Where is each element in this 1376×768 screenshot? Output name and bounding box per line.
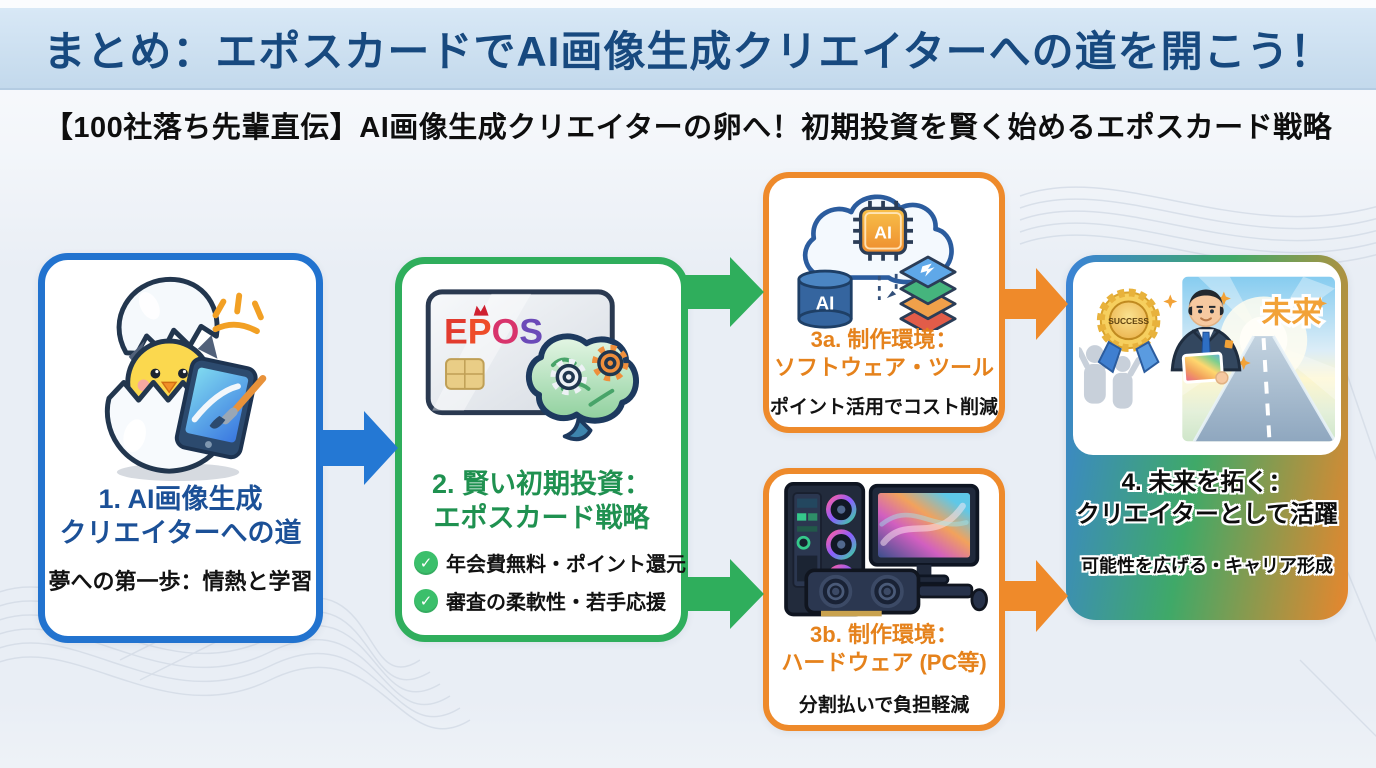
keyboard-icon [917,583,974,599]
step2-title-line2: エポスカード戦略 [433,503,650,534]
arrow-step2-to-step3b [684,559,764,629]
check-circle-icon: ✓ [414,550,438,575]
step3a-caption: ポイント活用でコスト削減 [769,397,998,418]
step4-title-line1: 4. 未来を拓く： [1121,469,1293,496]
arrow-step2-to-step3a [684,257,764,327]
chick-hatching-illustration [104,277,266,482]
epos-card-brain-illustration: EPOS [425,289,639,442]
monitor-icon [868,483,980,585]
success-badge: SUCCESS [1096,288,1161,373]
mouse-icon [970,588,988,612]
step3b-title-line1: 3b. 制作環境： [810,622,958,647]
step2-title-line1: 2. 賢い初期投資： [431,469,652,499]
step2-benefit-list: ✓ 年会費無料・ポイント還元 ✓ 審査の柔軟性・若手応援 [414,548,686,615]
sparkle-icons [1163,291,1328,370]
success-future-illustration: 未来 [1079,276,1335,441]
benefit-label: 年会費無料・ポイント還元 [446,554,686,576]
database-ai-label: AI [816,292,835,313]
page-title: まとめ：エポスカードでAI画像生成クリエイターへの道を開こう！ [43,27,1333,75]
brain-with-gears [525,333,639,442]
arrow-step1-to-step2 [320,411,398,485]
chip-ai-label: AI [874,222,892,242]
step3a-title: 3a. 制作環境： ソフトウェア・ツール [769,326,999,382]
creator-pc-illustration [784,482,988,617]
page-subtitle: 【100社落ち先輩直伝】AI画像生成クリエイターの卵へ！初期投資を賢く始めるエポ… [43,112,1333,144]
step3a-title-line1: 3a. 制作環境： [810,327,958,352]
benefit-label: 審査の柔軟性・若手応援 [446,592,666,614]
flow-step-3a-card: AI AI 3a. 制作環境： ソフトウェア・ツール ポイント活用でコス [763,172,1005,433]
flow-step-1-card: 1. AI画像生成 クリエイターへの道 夢への第一歩：情熱と学習 [38,253,323,643]
layer-stack-icon [899,255,957,330]
check-circle-icon: ✓ [414,588,438,613]
step4-title-line2: クリエイターとして活躍 [1075,500,1339,528]
arrow-step3b-to-step4 [1000,560,1068,632]
benefit-item: ✓ 年会費無料・ポイント還元 [414,548,686,577]
future-label: 未来 [1262,296,1322,329]
step1-caption: 夢への第一歩：情熱と学習 [48,569,313,594]
arrow-step3a-to-step4 [1000,268,1068,340]
step1-title: 1. AI画像生成 クリエイターへの道 [45,482,316,551]
step3b-caption: 分割払いで負担軽減 [798,695,970,716]
benefit-item: ✓ 審査の柔軟性・若手応援 [414,586,686,615]
step4-caption: 可能性を広げる・キャリア形成 [1081,556,1333,576]
ai-cloud-software-illustration: AI AI [797,194,957,330]
flow-step-2-card: EPOS 2. 賢い初期投資： [395,257,688,642]
step3a-title-line2: ソフトウェア・ツール [773,354,994,380]
success-badge-label: SUCCESS [1108,315,1149,325]
step2-title: 2. 賢い初期投資： エポスカード戦略 [402,467,681,536]
step1-title-line2: クリエイターへの道 [59,518,302,549]
step3b-title-line2: ハードウェア (PC等) [781,649,987,675]
flow-step-4-card: 未来 [1066,255,1348,620]
step4-title: 4. 未来を拓く： クリエイターとして活躍 [1066,467,1348,530]
step4-photo-frame: 未来 [1073,262,1341,455]
header-banner: まとめ：エポスカードでAI画像生成クリエイターへの道を開こう！ [0,8,1376,90]
epos-card-brand: EPOS [444,311,543,351]
businessman-figure [1170,289,1242,385]
flow-step-3b-card: 3b. 制作環境： ハードウェア (PC等) 分割払いで負担軽減 [763,468,1005,731]
ai-chip-icon: AI [853,200,914,261]
ai-database-icon: AI [797,269,853,329]
gpu-icon [804,568,921,617]
step1-title-line1: 1. AI画像生成 [98,484,263,514]
step3b-title: 3b. 制作環境： ハードウェア (PC等) [769,621,999,677]
